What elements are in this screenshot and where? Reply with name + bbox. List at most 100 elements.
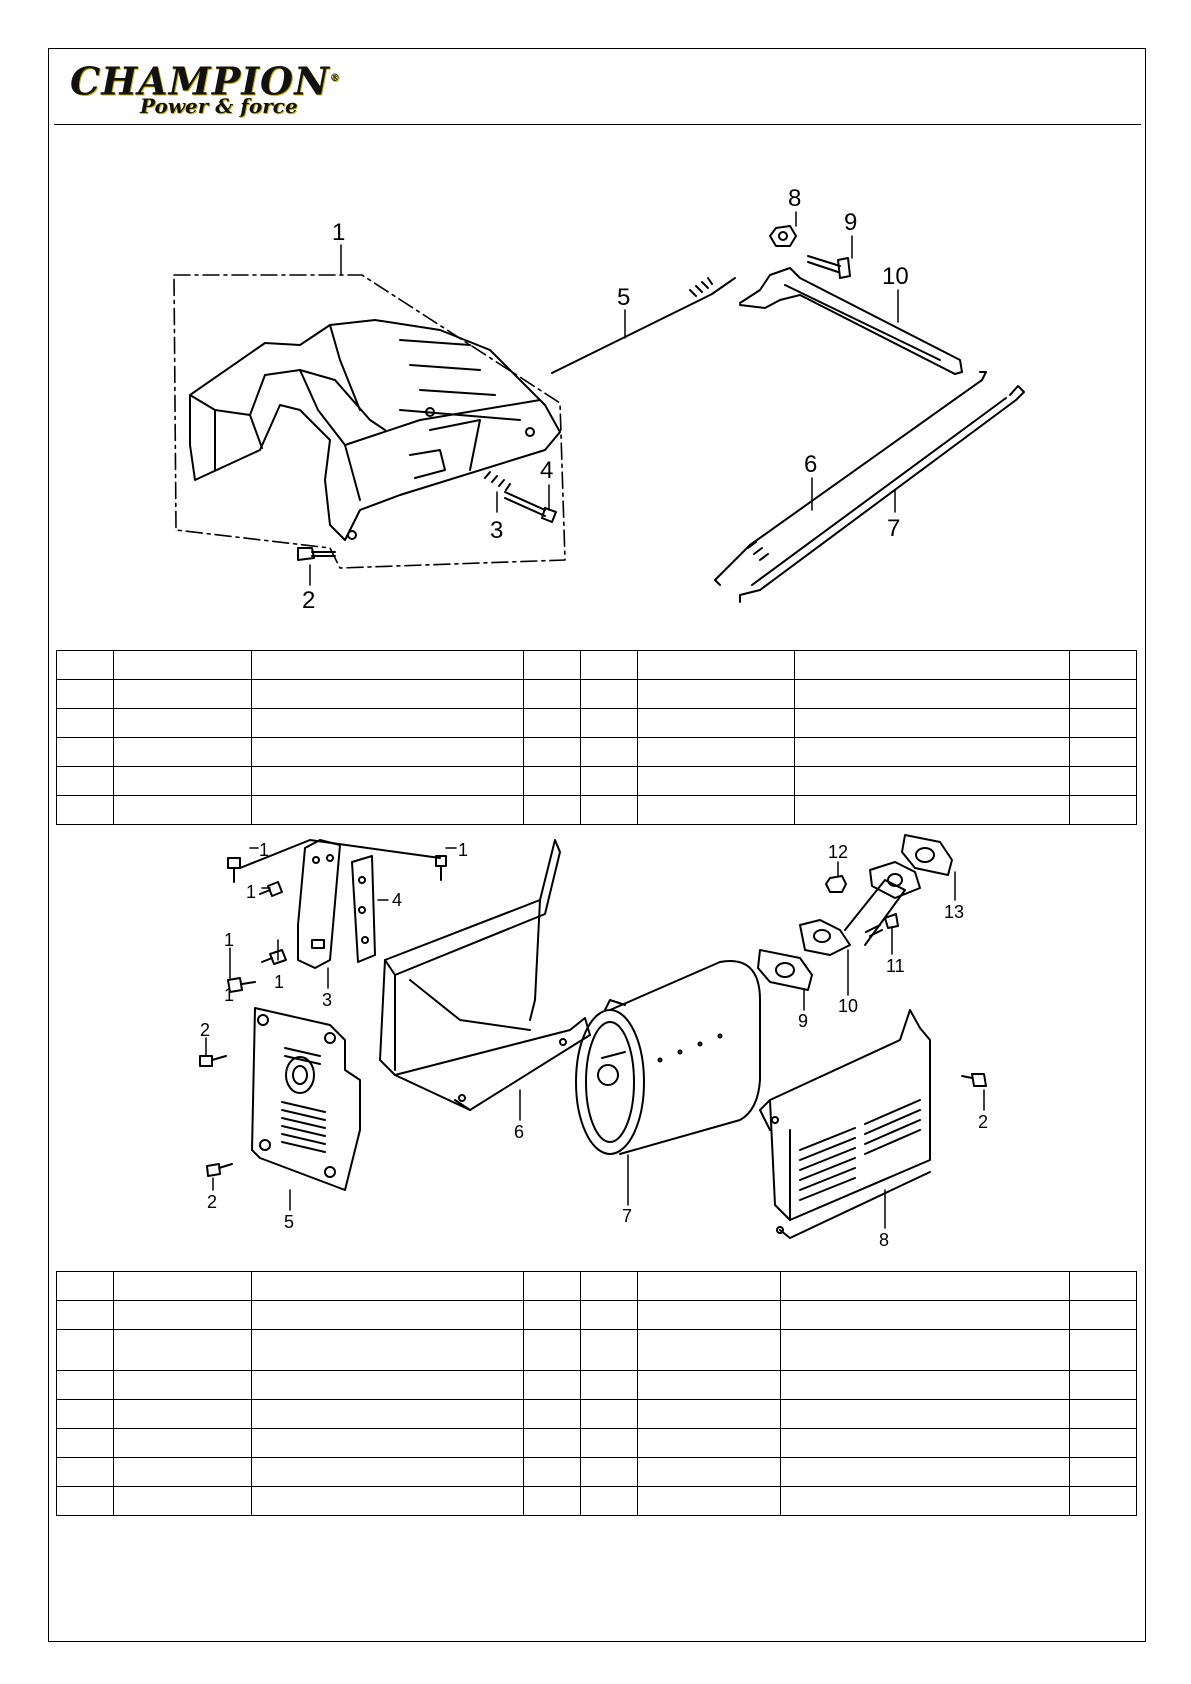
callout-5: 5 xyxy=(617,284,630,311)
callout-7: 7 xyxy=(622,1206,632,1226)
table-row xyxy=(56,1457,1137,1487)
table-cell xyxy=(251,1271,524,1301)
callout-3: 3 xyxy=(490,517,503,544)
table-cell xyxy=(523,1370,581,1400)
table-cell xyxy=(251,679,524,709)
table-cell xyxy=(580,795,638,825)
table-cell xyxy=(113,737,252,767)
fuel-tank-cover-assembly xyxy=(173,274,566,569)
callout-5: 5 xyxy=(284,1212,294,1232)
brand-name: CHAMPION® xyxy=(70,58,341,104)
table-cell xyxy=(637,1370,781,1400)
table-cell xyxy=(1069,1370,1137,1400)
table-cell xyxy=(523,650,581,680)
table-cell xyxy=(637,650,795,680)
table-cell xyxy=(580,1428,638,1458)
table-cell xyxy=(56,795,114,825)
table-cell xyxy=(523,766,581,796)
table-cell xyxy=(1069,1399,1137,1429)
table-cell xyxy=(580,737,638,767)
table-cell xyxy=(1069,1486,1137,1516)
table-cell xyxy=(580,1329,638,1371)
table-cell xyxy=(1069,737,1137,767)
table-cell xyxy=(56,1457,114,1487)
table-cell xyxy=(523,1428,581,1458)
callout-12: 12 xyxy=(828,842,848,862)
table-row xyxy=(56,708,1137,738)
table-cell xyxy=(780,1399,1070,1429)
table-cell xyxy=(780,1370,1070,1400)
table-cell xyxy=(1069,650,1137,680)
governor-linkage-assembly xyxy=(551,225,1025,603)
table-cell xyxy=(637,1428,781,1458)
callout-8: 8 xyxy=(879,1230,889,1250)
table-cell xyxy=(56,737,114,767)
table-cell xyxy=(1069,795,1137,825)
table-cell xyxy=(794,766,1070,796)
callout-2: 2 xyxy=(302,587,315,614)
table-cell xyxy=(251,708,524,738)
callout-3: 3 xyxy=(322,990,332,1010)
callout-1: 1 xyxy=(332,219,345,246)
table-cell xyxy=(523,1329,581,1371)
table-cell xyxy=(637,679,795,709)
table-cell xyxy=(523,1457,581,1487)
table-row xyxy=(56,1399,1137,1429)
table-cell xyxy=(637,766,795,796)
table-row xyxy=(56,650,1137,680)
table-cell xyxy=(56,1486,114,1516)
table-cell xyxy=(794,679,1070,709)
table-cell xyxy=(523,708,581,738)
table-cell xyxy=(580,679,638,709)
table-cell xyxy=(1069,1428,1137,1458)
callout-1: 1 xyxy=(458,840,468,860)
table-cell xyxy=(113,795,252,825)
table-cell xyxy=(580,1300,638,1330)
table-cell xyxy=(523,737,581,767)
table-cell xyxy=(251,795,524,825)
callout-10: 10 xyxy=(882,263,909,290)
table-row xyxy=(56,1300,1137,1330)
table-row xyxy=(56,1486,1137,1516)
callout-7: 7 xyxy=(887,515,900,542)
table-cell xyxy=(794,650,1070,680)
brand-tagline: Power & force xyxy=(140,94,298,118)
table-cell xyxy=(523,1300,581,1330)
callout-6: 6 xyxy=(514,1122,524,1142)
muffler-assembly xyxy=(199,834,987,1239)
table-cell xyxy=(580,1399,638,1429)
table-cell xyxy=(251,650,524,680)
table-cell xyxy=(637,1399,781,1429)
table-row xyxy=(56,679,1137,709)
parts-table-bottom-body xyxy=(56,1271,1137,1516)
table-cell xyxy=(580,650,638,680)
table-cell xyxy=(780,1300,1070,1330)
table-cell xyxy=(580,1271,638,1301)
callout-1: 1 xyxy=(224,930,234,950)
bottom-leader-lines xyxy=(205,847,985,1229)
table-cell xyxy=(113,1271,252,1301)
table-cell xyxy=(113,708,252,738)
table-cell xyxy=(1069,1271,1137,1301)
table-cell xyxy=(113,1300,252,1330)
table-cell xyxy=(780,1457,1070,1487)
table-cell xyxy=(251,1457,524,1487)
table-cell xyxy=(251,1486,524,1516)
callout-1: 1 xyxy=(224,985,234,1005)
table-cell xyxy=(251,1300,524,1330)
table-cell xyxy=(780,1486,1070,1516)
table-cell xyxy=(113,650,252,680)
callout-4: 4 xyxy=(540,457,553,484)
callout-9: 9 xyxy=(798,1011,808,1031)
table-cell xyxy=(637,1486,781,1516)
table-cell xyxy=(1069,1300,1137,1330)
top-callouts: 1 2 3 4 5 6 7 8 9 10 xyxy=(302,185,909,614)
callout-9: 9 xyxy=(844,209,857,236)
table-cell xyxy=(56,708,114,738)
table-cell xyxy=(637,795,795,825)
table-cell xyxy=(113,766,252,796)
callout-13: 13 xyxy=(944,902,964,922)
parts-table-bottom xyxy=(56,1271,1137,1516)
callout-1: 1 xyxy=(274,972,284,992)
